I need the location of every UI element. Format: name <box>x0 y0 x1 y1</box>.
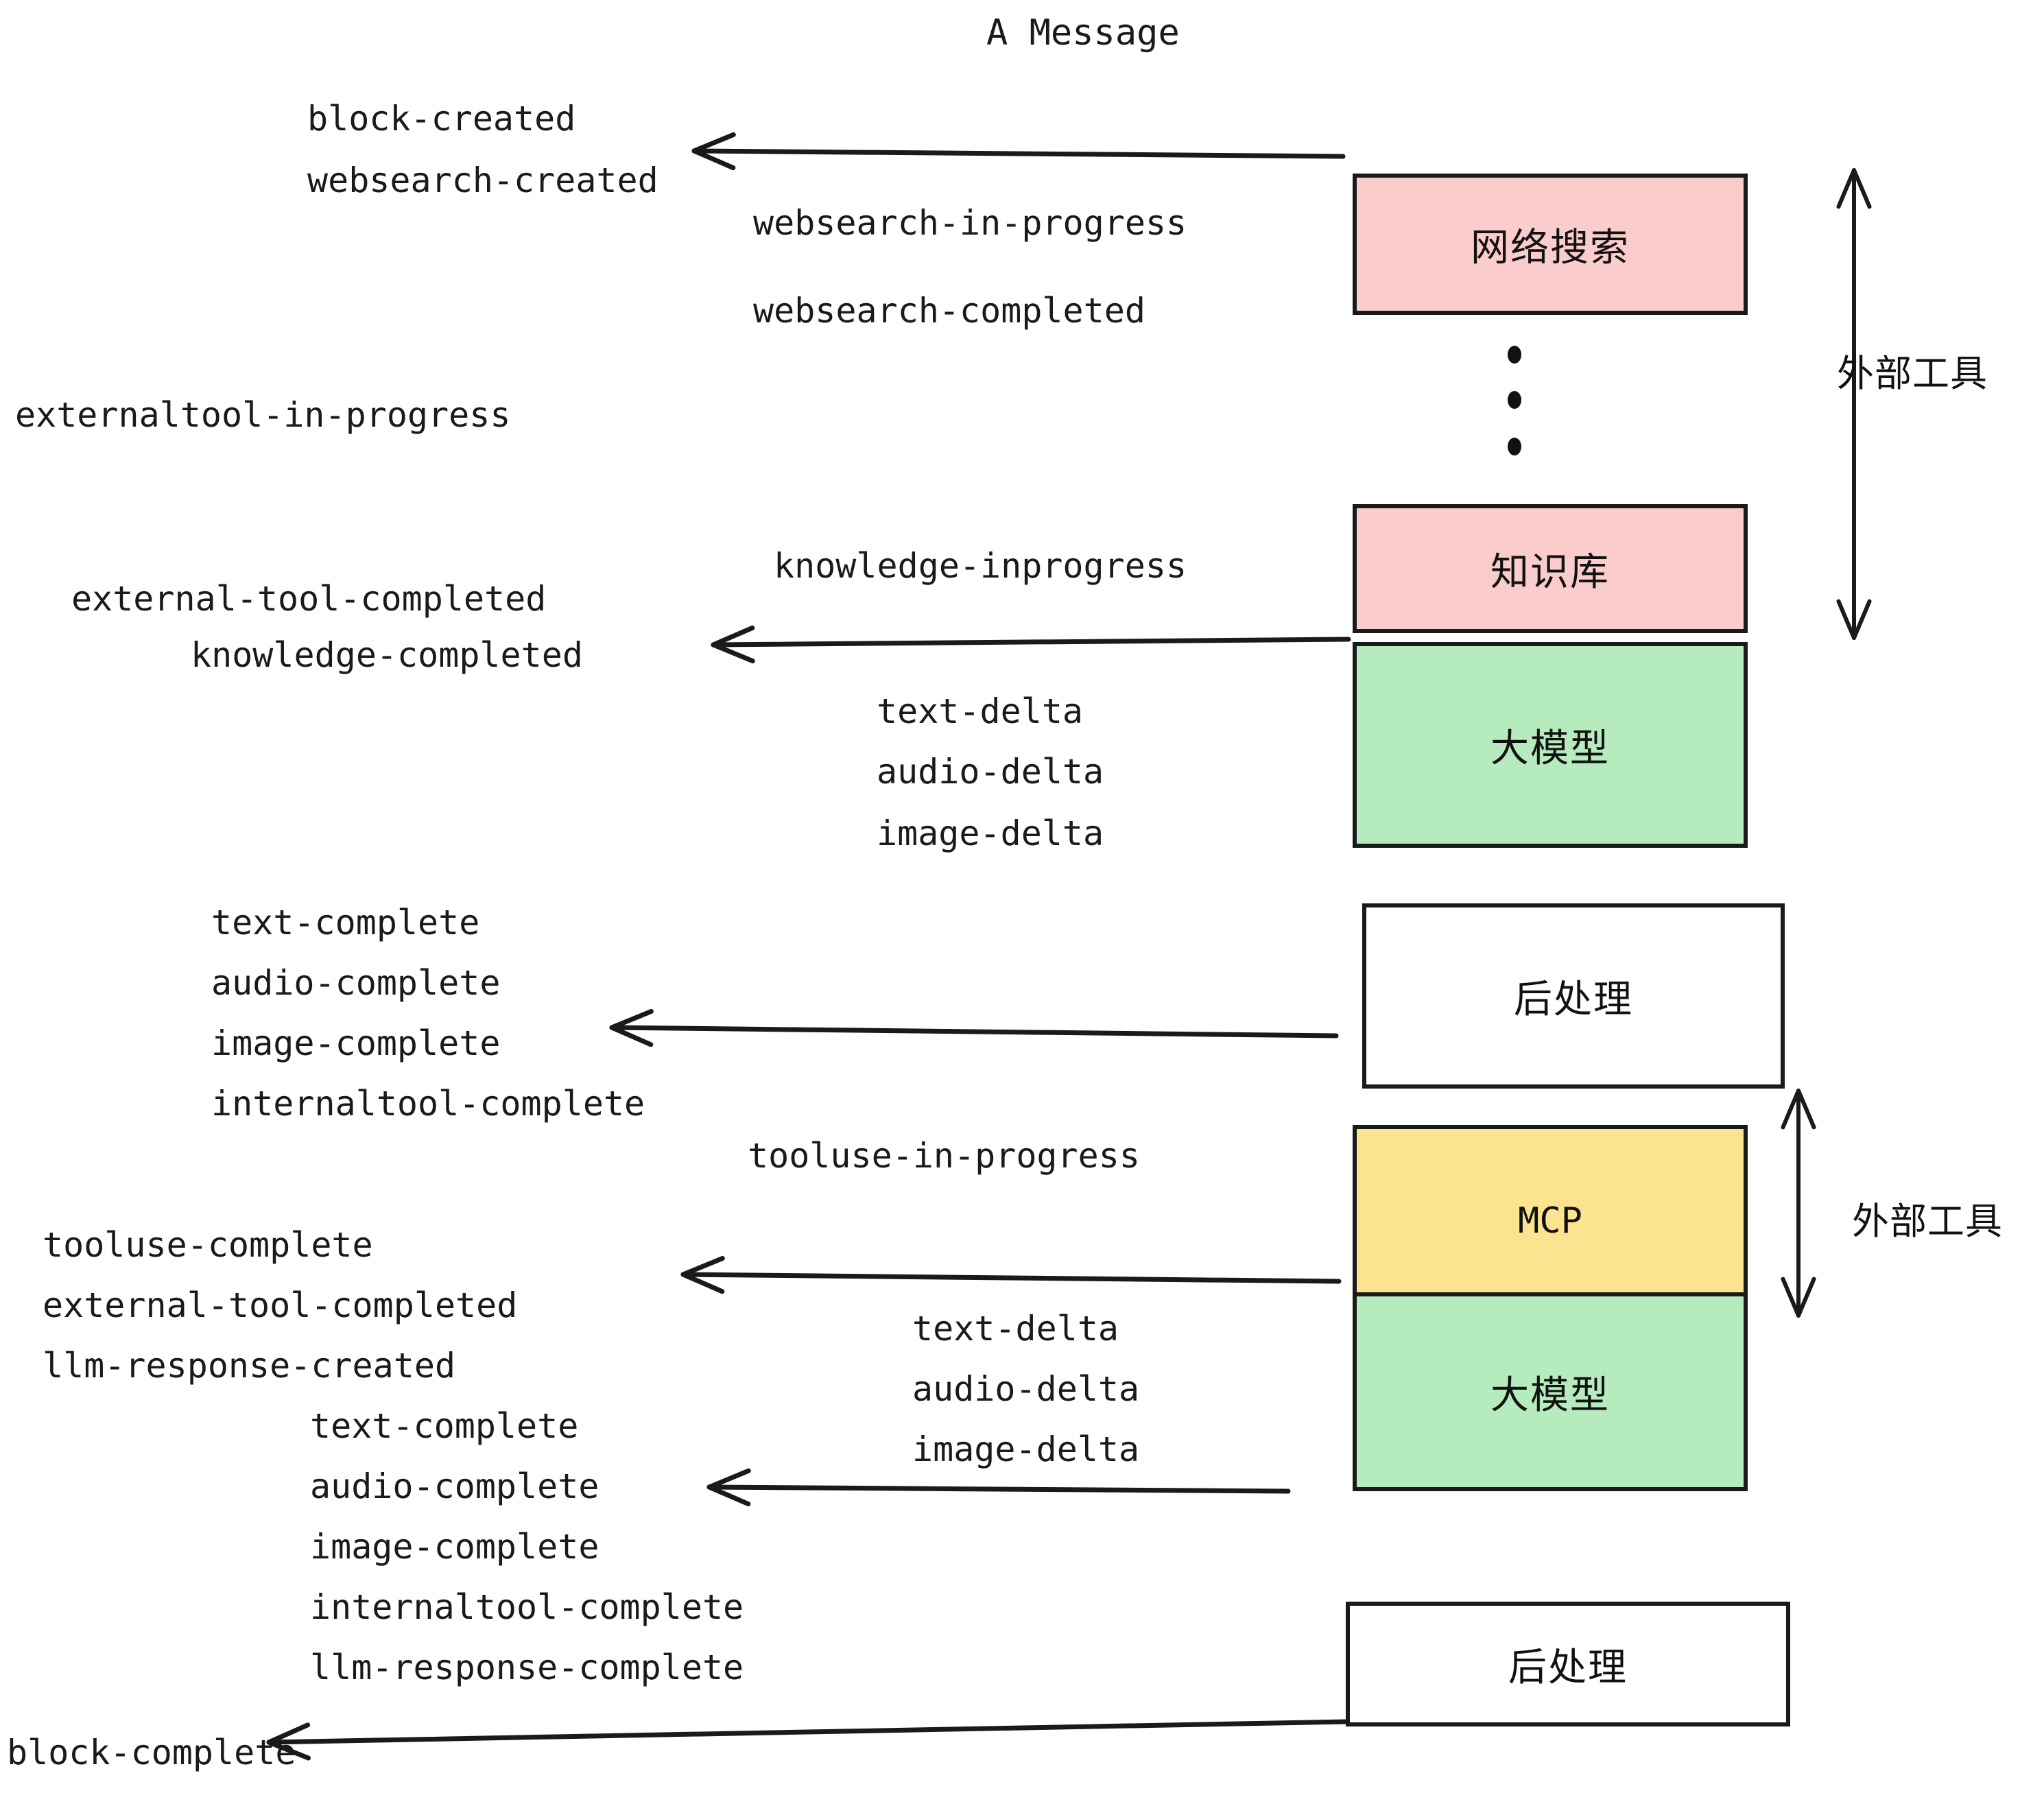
side-label-external-tool-bottom: 外部工具 <box>1852 1200 2003 1243</box>
external-tool-bottom-head-up-icon <box>1781 1089 1816 1130</box>
event-label: externaltool-in-progress <box>15 395 511 435</box>
arrow-knowledge-completed <box>711 637 1351 648</box>
node-label: MCP <box>1518 1200 1582 1242</box>
arrow-block-created <box>691 148 1346 159</box>
event-label: tooluse-in-progress <box>748 1136 1140 1176</box>
node-label: 后处理 <box>1514 977 1633 1022</box>
arrow-tooluse-complete-head-icon <box>680 1255 725 1294</box>
event-label: image-complete <box>211 1023 501 1063</box>
node-postprocess-1: 后处理 <box>1362 903 1785 1089</box>
external-tool-bottom-head-down-icon <box>1781 1277 1816 1318</box>
event-label: text-complete <box>211 903 480 942</box>
arrow-image-complete <box>609 1025 1339 1039</box>
side-label-external-tool-top: 外部工具 <box>1837 352 1988 395</box>
event-label: tooluse-complete <box>43 1225 373 1265</box>
event-label: internaltool-complete <box>211 1084 645 1124</box>
arrow-tooluse-complete <box>680 1272 1342 1284</box>
event-label: llm-response-complete <box>310 1648 744 1687</box>
node-postprocess-2: 后处理 <box>1346 1602 1790 1726</box>
event-label: audio-delta <box>877 752 1104 792</box>
arrow-image-complete-head-icon <box>609 1009 654 1047</box>
arrow-block-created-head-icon <box>691 132 736 171</box>
node-label: 网络搜索 <box>1471 225 1630 270</box>
event-label: internaltool-complete <box>310 1587 744 1627</box>
event-label: websearch-in-progress <box>753 203 1187 243</box>
event-label: block-complete <box>7 1733 296 1772</box>
node-llm-2: 大模型 <box>1353 1292 1748 1491</box>
node-mcp: MCP <box>1353 1125 1748 1317</box>
event-label: audio-complete <box>211 963 501 1003</box>
event-label: knowledge-inprogress <box>774 546 1187 586</box>
node-label: 大模型 <box>1490 1373 1610 1418</box>
ellipsis-dot-icon <box>1508 438 1521 455</box>
event-label: external-tool-completed <box>71 579 547 619</box>
event-label: audio-delta <box>912 1369 1140 1409</box>
ellipsis-dot-icon <box>1508 391 1521 409</box>
event-label: llm-response-created <box>43 1346 456 1386</box>
event-label: text-delta <box>877 691 1084 731</box>
node-label: 大模型 <box>1490 726 1610 771</box>
node-websearch: 网络搜索 <box>1353 174 1748 315</box>
event-label: knowledge-completed <box>191 635 583 675</box>
page-title: A Message <box>986 12 1180 54</box>
node-llm-1: 大模型 <box>1353 642 1748 848</box>
event-label: image-complete <box>310 1527 599 1567</box>
event-label: websearch-created <box>307 161 658 200</box>
node-label: 知识库 <box>1490 549 1610 595</box>
event-label: external-tool-completed <box>43 1285 518 1325</box>
arrow-block-complete <box>266 1719 1348 1745</box>
arrow-audio-complete <box>706 1484 1291 1494</box>
event-label: text-delta <box>912 1309 1119 1349</box>
event-label: websearch-completed <box>753 291 1145 331</box>
event-label: text-complete <box>310 1406 579 1446</box>
external-tool-top-head-up-icon <box>1836 168 1872 209</box>
node-label: 后处理 <box>1508 1645 1628 1690</box>
arrow-audio-complete-head-icon <box>706 1468 751 1507</box>
node-knowledge: 知识库 <box>1353 504 1748 633</box>
event-label: audio-complete <box>310 1467 599 1506</box>
arrow-knowledge-completed-head-icon <box>711 625 755 664</box>
external-tool-top-head-down-icon <box>1836 599 1872 640</box>
ellipsis-dot-icon <box>1508 346 1521 364</box>
event-label: block-created <box>307 99 576 139</box>
event-label: image-delta <box>877 814 1104 853</box>
event-label: image-delta <box>912 1429 1140 1469</box>
